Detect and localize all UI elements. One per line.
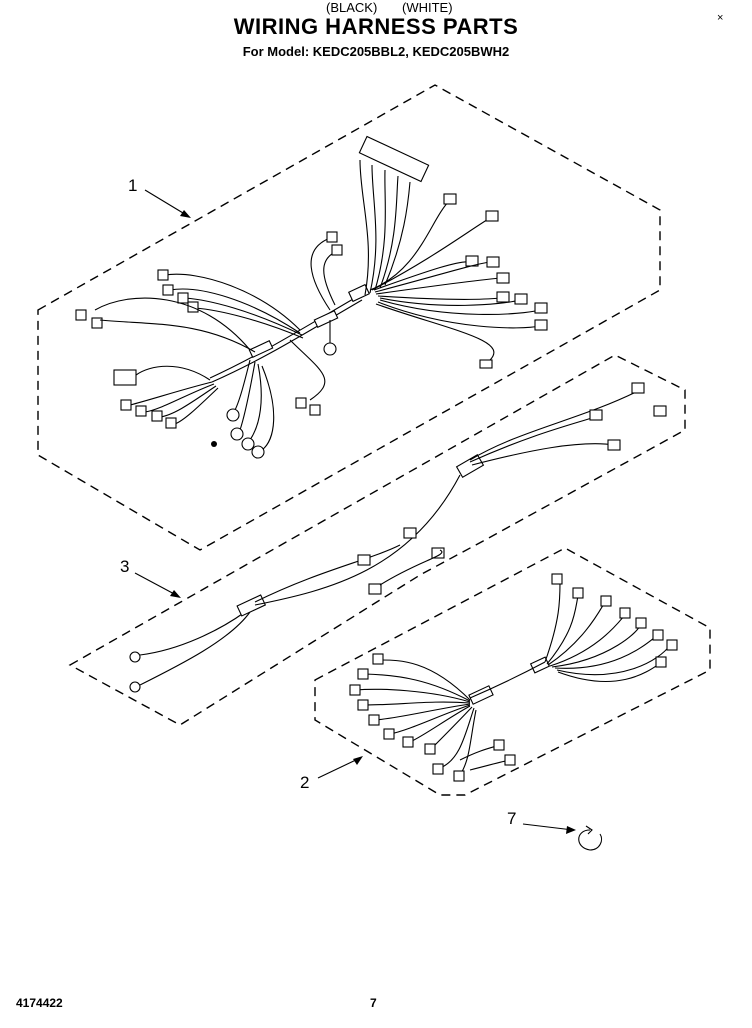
callout-part-1: 1 [128,176,138,195]
corner-mark: × [717,12,724,24]
harness-2-group [314,547,711,796]
harness-3-group [68,354,686,726]
callout-part-3: 3 [120,557,130,576]
callout-arrows [134,189,576,834]
harness-1-outline [37,84,661,551]
page-title: WIRING HARNESS PARTS [233,14,519,39]
document-number: 4174422 [16,996,63,1010]
harness-1-group [37,84,661,551]
callout-part-7: 7 [507,809,517,828]
page-number: 7 [370,996,377,1010]
callout-part-2: 2 [300,773,310,792]
harness-1-sleeve [248,339,274,359]
color-white-label: (WHITE) [402,0,453,15]
color-black-label: (BLACK) [326,0,378,15]
harness-1-trunk [209,294,361,379]
part-7-clip [578,825,603,851]
harness-1-connector-block [358,135,430,183]
harness-3-outline [68,354,686,726]
model-line: For Model: KEDC205BBL2, KEDC205BWH2 [242,44,510,59]
